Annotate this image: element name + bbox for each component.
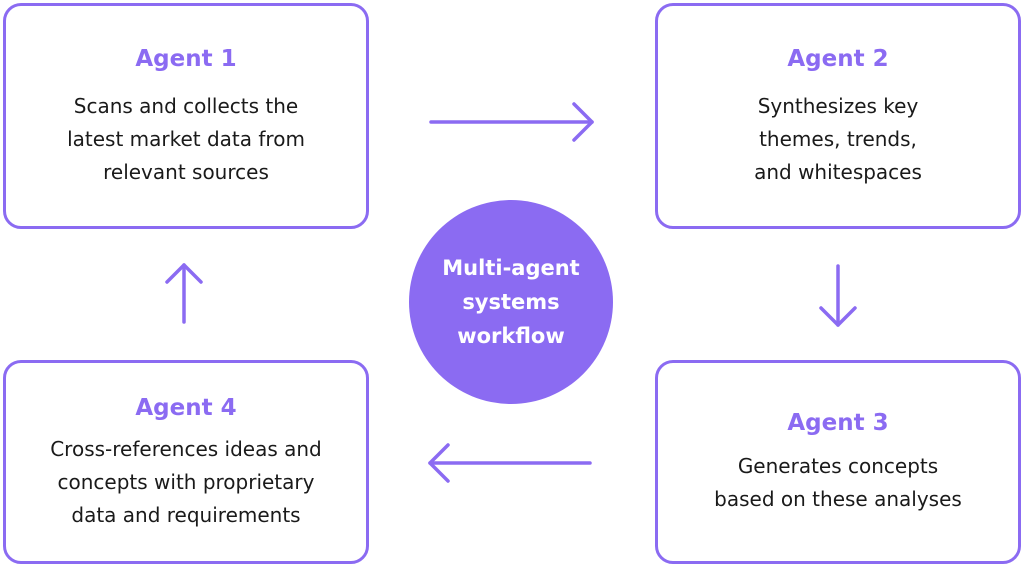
arrow-agent1-to-agent2 bbox=[429, 102, 594, 142]
agent-2-title: Agent 2 bbox=[787, 45, 889, 72]
agent-3-card: Agent 3 Generates concepts based on thes… bbox=[655, 360, 1021, 564]
agent-4-description: Cross-references ideas and concepts with… bbox=[50, 436, 322, 527]
agent-1-description: Scans and collects the latest market dat… bbox=[67, 93, 305, 184]
agent-1-title: Agent 1 bbox=[135, 45, 237, 72]
agent-4-title: Agent 4 bbox=[135, 394, 237, 421]
agent-2-card: Agent 2 Synthesizes key themes, trends, … bbox=[655, 3, 1021, 229]
agent-1-card: Agent 1 Scans and collects the latest ma… bbox=[3, 3, 369, 229]
agent-4-card: Agent 4 Cross-references ideas and conce… bbox=[3, 360, 369, 564]
agent-3-description: Generates concepts based on these analys… bbox=[714, 454, 962, 511]
agent-3-title: Agent 3 bbox=[787, 410, 889, 436]
arrow-agent3-to-agent4 bbox=[428, 443, 592, 483]
arrow-agent2-to-agent3 bbox=[819, 264, 857, 327]
agent-2-description: Synthesizes key themes, trends, and whit… bbox=[754, 93, 922, 184]
workflow-hub-label: Multi-agent systems workflow bbox=[442, 256, 580, 348]
workflow-hub-circle: Multi-agent systems workflow bbox=[409, 200, 613, 404]
arrow-agent4-to-agent1 bbox=[165, 263, 203, 324]
